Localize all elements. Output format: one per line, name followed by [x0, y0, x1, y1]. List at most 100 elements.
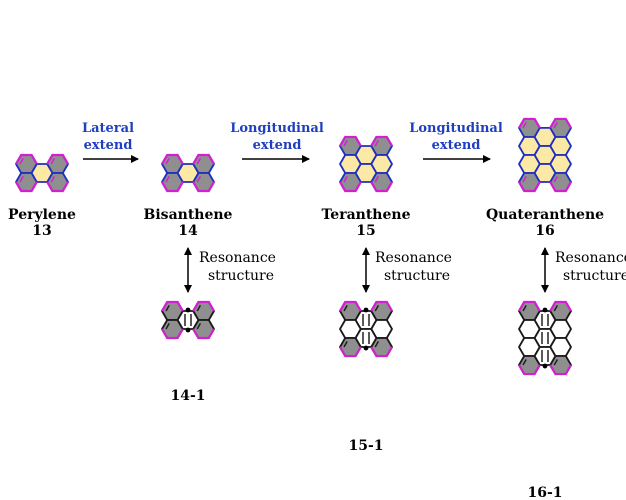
double-bond-2 [165, 176, 170, 183]
perylene-number: 13 [32, 223, 51, 239]
double-bond-2 [50, 158, 56, 165]
longitudinal-extend-label-1-line1: Longitudinal [230, 121, 324, 136]
double-bond-7 [553, 359, 559, 366]
bottom-edge-1 [549, 364, 572, 376]
bisanthene-number: 14 [178, 223, 198, 239]
double-bond-0 [522, 122, 527, 129]
longitudinal-extend-label-1-line2: extend [253, 138, 302, 153]
quateranthene-number: 16 [535, 223, 554, 239]
teranthene-resonance-structure [339, 300, 393, 358]
resonance-label-14-line1: Resonance [199, 250, 276, 266]
double-bond-5 [374, 176, 380, 183]
lateral-extend-label-line1: Lateral [82, 121, 134, 136]
double-bond-0 [343, 305, 348, 312]
double-bond-4 [343, 341, 348, 348]
radical-dot-top [542, 307, 548, 313]
radical-dot-top [363, 307, 369, 313]
bottom-edge-1 [192, 181, 215, 193]
top-edge-1 [192, 153, 215, 165]
double-bond-1 [374, 305, 380, 312]
perylene-name: Perylene [8, 207, 76, 223]
bisanthene-structure [161, 153, 215, 193]
double-bond-3 [196, 323, 202, 330]
ring-6 [354, 310, 378, 330]
radical-dot-bottom [542, 363, 548, 369]
ring-9 [533, 145, 557, 165]
bottom-edge-1 [549, 181, 572, 193]
radical-dot-top [185, 307, 191, 313]
bottom-edge-0 [161, 328, 184, 340]
bisanthene-name: Bisanthene [144, 207, 233, 223]
double-bond-1 [553, 305, 559, 312]
bottom-edge-1 [46, 181, 69, 193]
resonance-label-15-line1: Resonance [375, 250, 452, 266]
top-edge-0 [518, 300, 541, 312]
ring-4 [176, 163, 200, 183]
perylene-structure [15, 153, 69, 193]
bottom-edge-1 [370, 181, 393, 193]
top-edge-1 [370, 135, 393, 147]
double-bond-3 [196, 176, 202, 183]
radical-dot-bottom [185, 327, 191, 333]
bottom-edge-1 [192, 328, 215, 340]
top-edge-1 [370, 300, 393, 312]
bisanthene-resonance-structure [161, 300, 215, 340]
double-bond-1 [196, 158, 202, 165]
double-bond-3 [50, 176, 56, 183]
ring-10 [533, 346, 557, 366]
double-bond-7 [553, 176, 559, 183]
top-edge-0 [339, 300, 362, 312]
longitudinal-extend-label-2-line1: Longitudinal [409, 121, 503, 136]
top-edge-1 [192, 300, 215, 312]
double-bond-6 [522, 176, 527, 183]
double-bond-0 [343, 140, 348, 147]
resonance-label-16-line2: structure [563, 268, 626, 284]
double-bond-1 [196, 305, 202, 312]
double-bond-1 [374, 140, 380, 147]
teranthene-name: Teranthene [322, 207, 411, 223]
top-edge-1 [549, 300, 572, 312]
quateranthene-name: Quateranthene [486, 207, 604, 223]
double-bond-0 [165, 305, 170, 312]
ring-4 [176, 310, 200, 330]
radical-dot-bottom [363, 345, 369, 351]
double-bond-4 [343, 176, 348, 183]
quateranthene-resonance-structure [518, 300, 572, 376]
bottom-edge-0 [15, 181, 38, 193]
bottom-edge-0 [161, 181, 184, 193]
quateranthene-structure [518, 117, 572, 193]
ring-6 [354, 145, 378, 165]
teranthene-structure [339, 135, 393, 193]
ring-10 [533, 163, 557, 183]
double-bond-0 [19, 158, 24, 165]
double-bond-2 [165, 323, 170, 330]
top-edge-1 [549, 117, 572, 129]
ring-9 [533, 328, 557, 348]
longitudinal-extend-label-2-line2: extend [432, 138, 481, 153]
double-bond-1 [19, 176, 24, 183]
top-edge-0 [518, 117, 541, 129]
double-bond-0 [165, 158, 170, 165]
bottom-edge-0 [518, 364, 541, 376]
top-edge-0 [161, 153, 184, 165]
resonance-label-14-line2: structure [208, 268, 274, 284]
top-edge-0 [15, 153, 38, 165]
top-edge-0 [161, 300, 184, 312]
double-bond-1 [553, 122, 559, 129]
bottom-edge-0 [339, 346, 362, 358]
bottom-edge-0 [339, 181, 362, 193]
top-edge-0 [339, 135, 362, 147]
teranthene-number: 15 [356, 223, 375, 239]
ring-8 [533, 310, 557, 330]
bottom-edge-0 [518, 181, 541, 193]
resonance-label-16-line1: Resonance [555, 250, 626, 266]
ring-8 [533, 127, 557, 147]
ring-7 [354, 328, 378, 348]
resonance-16-1-label: 16-1 [527, 485, 562, 500]
resonance-15-1-label: 15-1 [348, 438, 383, 454]
top-edge-1 [46, 153, 69, 165]
lateral-extend-label-line2: extend [84, 138, 133, 153]
ring-7 [354, 163, 378, 183]
double-bond-0 [522, 305, 527, 312]
